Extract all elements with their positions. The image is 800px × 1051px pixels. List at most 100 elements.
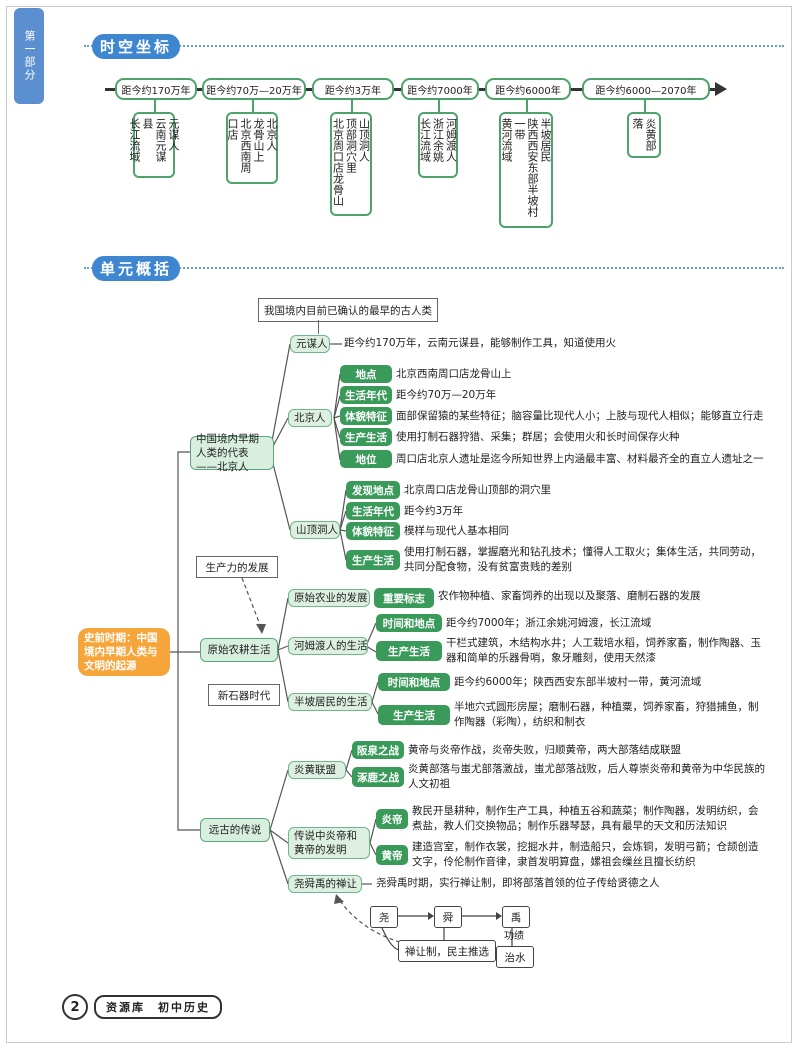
timeline-box-line: 长江流域: [128, 118, 141, 162]
timeline-label: 距今约6000年: [485, 78, 571, 100]
row-label: 地点: [340, 365, 392, 383]
timeline-box-line: 顶部洞穴里: [344, 118, 358, 173]
row-text: 模样与现代人基本相同: [404, 524, 509, 537]
row-text: 炎黄部落与蚩尤部落激战，蚩尤部落战败，后人尊崇炎帝和黄帝为中华民族的人文初祖: [408, 763, 765, 790]
legend-node: 传说中炎帝和黄帝的发明: [288, 827, 370, 859]
row-text: 北京西南周口店龙骨山上: [396, 367, 512, 380]
peking-node: 北京人: [288, 409, 332, 427]
timeline-box-line: 北京西南周口店: [226, 118, 252, 173]
timeline-box-line: 半坡居民: [539, 118, 552, 162]
branch-peking-man: 中国境内早期人类的代表——北京人: [190, 433, 274, 473]
row-text: 建造宫室，制作衣裳，挖掘水井，制造船只，会炼铜，发明弓箭；仓颉创造文字，伶伦制作…: [412, 841, 759, 868]
page-footer: 2 资源库 初中历史: [62, 994, 222, 1020]
yanhuang-node: 炎黄联盟: [288, 761, 346, 779]
row-text: 面部保留猿的某些特征；脑容量比现代人小；上肢与现代人相似；能够直立行走: [396, 409, 764, 422]
mindmap-root: 史前时期：中国境内早期人类与文明的起源: [78, 628, 170, 676]
agri-text: 农作物种植、家畜饲养的出现以及聚落、磨制石器的发展: [438, 590, 701, 602]
timeline-box-line: 浙江余姚: [431, 118, 445, 162]
timeline-label: 距今约6000—2070年: [582, 78, 710, 100]
row-text: 黄帝与炎帝作战，炎帝失败，归顺黄帝，两大部落结成联盟: [408, 743, 681, 756]
timeline-label: 距今约7000年: [401, 78, 479, 100]
yuanmou-text: 距今约170万年，云南元谋县，能够制作工具，知道使用火: [344, 337, 617, 349]
diagram-shun: 舜: [434, 906, 462, 928]
row-text: 距今约70万—20万年: [396, 388, 497, 401]
diagram-system: 禅让制，民主推选: [398, 940, 496, 962]
part-tab: 第一部分: [14, 8, 44, 104]
callout-earliest-human: 我国境内目前已确认的最早的古人类: [258, 298, 438, 322]
timeline-connector: [252, 98, 254, 112]
timeline-box: 北京人龙骨山上北京西南周口店: [226, 112, 278, 184]
page-frame: [6, 6, 792, 1043]
summary-title: 单元概括: [92, 255, 181, 281]
timeline-connector: [154, 98, 156, 112]
timeline-box-line: 北京周口店龙骨山: [331, 118, 345, 206]
row-label: 地位: [340, 450, 392, 468]
timeline-box-line: 炎黄部落: [631, 118, 657, 151]
upper-cave-node: 山顶洞人: [290, 521, 340, 539]
row-text: 距今约7000年；浙江余姚河姆渡，长江流域: [446, 616, 652, 629]
shanrang-node: 尧舜禹的禅让: [288, 875, 362, 893]
callout-neolithic: 新石器时代: [208, 684, 280, 706]
row-text: 教民开垦耕种，制作生产工具，种植五谷和蔬菜；制作陶器，发明纺织，会煮盐，教人们交…: [412, 805, 759, 832]
callout-productivity: 生产力的发展: [196, 556, 278, 578]
timeline-box-line: 河姆渡人: [444, 118, 458, 162]
agri-node: 原始农业的发展: [288, 589, 370, 607]
timeline-box: 半坡居民陕西西安东部半坡村一带黄河流域: [499, 112, 553, 228]
timeline-box-line: 黄河流域: [500, 118, 513, 162]
row-label: 时间和地点: [376, 614, 442, 632]
row-label: 黄帝: [376, 845, 408, 865]
timeline-box: 山顶洞人顶部洞穴里北京周口店龙骨山: [330, 112, 372, 216]
timeline-connector: [644, 98, 646, 112]
diagram-yao: 尧: [370, 906, 398, 928]
row-text: 北京周口店龙骨山顶部的洞穴里: [404, 483, 551, 496]
row-text: 半地穴式圆形房屋；磨制石器，种植粟，饲养家畜，狩猎捕鱼，制作陶器（彩陶），纺织和…: [454, 701, 759, 728]
timeline-label: 距今约170万年: [115, 78, 197, 100]
row-label: 生活年代: [346, 502, 400, 520]
row-text: 周口店北京人遗址是迄今所知世界上内涵最丰富、材料最齐全的直立人遗址之一: [396, 452, 764, 465]
row-label: 生活年代: [340, 386, 392, 404]
row-label: 体貌特征: [340, 407, 392, 425]
timeline-connector: [351, 98, 353, 112]
row-text: 使用打制石器狩猎、采集；群居；会使用火和长时间保存火种: [396, 430, 680, 443]
timeline-label: 距今约3万年: [312, 78, 394, 100]
hemudu-node: 河姆渡人的生活: [288, 637, 368, 655]
row-label: 生产生活: [340, 428, 392, 446]
timeline-section-header: 时空坐标: [84, 33, 784, 59]
row-label: 生产生活: [376, 641, 442, 661]
timeline-title: 时空坐标: [92, 33, 181, 59]
timeline-box-line: 北京人: [265, 118, 278, 151]
row-label: 时间和地点: [378, 673, 450, 691]
yuanmou-node: 元谋人: [290, 335, 330, 353]
row-text: 距今约3万年: [404, 504, 464, 517]
timeline-arrow-icon: [715, 82, 727, 96]
agri-label: 重要标志: [374, 588, 434, 608]
timeline-box-line: 山顶洞人: [357, 118, 371, 162]
diagram-yu: 禹: [502, 906, 530, 928]
row-text: 干栏式建筑，木结构水井；人工栽培水稻，饲养家畜，制作陶器、玉器和简单的乐器骨哨，…: [446, 637, 761, 664]
timeline-box-line: 长江流域: [418, 118, 432, 162]
branch-legends: 远古的传说: [200, 818, 270, 842]
timeline-label: 距今约70万—20万年: [202, 78, 306, 100]
row-text: 使用打制石器，掌握磨光和钻孔技术；懂得人工取火；集体生活，共同劳动，共同分配食物…: [404, 546, 761, 573]
timeline-connector: [526, 98, 528, 112]
row-text: 距今约6000年；陕西西安东部半坡村一带，黄河流域: [454, 675, 702, 688]
book-title: 资源库 初中历史: [94, 995, 222, 1019]
row-label: 生产生活: [378, 705, 450, 725]
summary-section-header: 单元概括: [84, 255, 784, 281]
row-label: 发现地点: [346, 481, 400, 499]
timeline-connector: [438, 98, 440, 112]
branch-farming: 原始农耕生活: [200, 638, 278, 662]
row-label: 体貌特征: [346, 522, 400, 540]
timeline-box: 河姆渡人浙江余姚长江流域: [418, 112, 458, 178]
timeline-box: 元谋人云南元谋县长江流域: [128, 112, 180, 178]
row-label: 涿鹿之战: [352, 767, 404, 787]
timeline-box-line: 元谋人: [167, 118, 180, 151]
row-label: 阪泉之战: [352, 741, 404, 759]
row-label: 生产生活: [346, 550, 400, 570]
banpo-node: 半坡居民的生活: [288, 693, 372, 711]
timeline-box-line: 陕西西安东部半坡村一带: [513, 118, 539, 217]
timeline-box-line: 龙骨山上: [252, 118, 265, 162]
row-label: 炎帝: [376, 809, 408, 829]
shanrang-text: 尧舜禹时期，实行禅让制，即将部落首领的位子传给贤德之人: [376, 877, 660, 889]
